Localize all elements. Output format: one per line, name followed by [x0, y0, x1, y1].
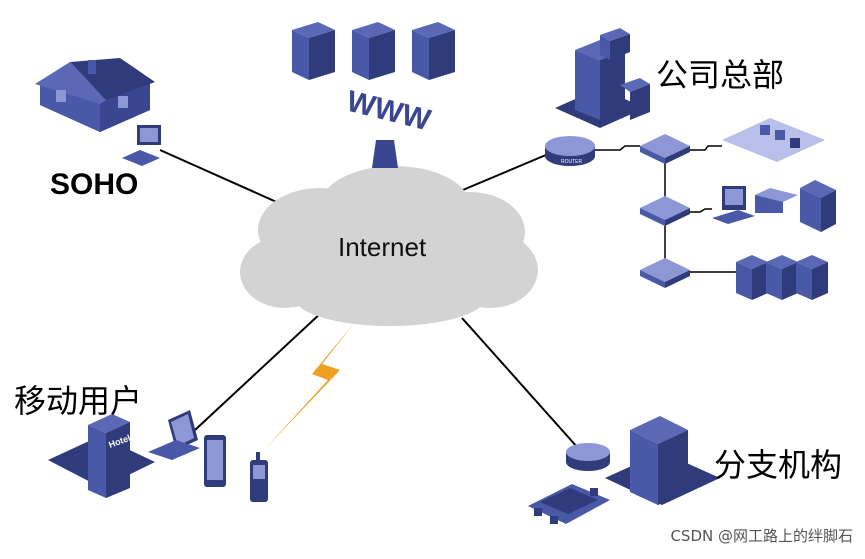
mobile-user-label: 移动用户: [14, 382, 143, 420]
link-soho: [159, 149, 291, 209]
laptop-icon: [148, 410, 200, 460]
hq-lan-links: [595, 145, 736, 273]
hq-office-desk-icon: [722, 118, 825, 162]
internet-label: Internet: [338, 232, 427, 262]
headquarters-label: 公司总部: [656, 56, 785, 94]
web-server-icon: WWW: [292, 22, 455, 168]
link-mobile: [194, 311, 323, 431]
hq-server-rack-icon: [736, 255, 828, 300]
headquarters-building-icon: [555, 28, 650, 128]
hq-workstation-icon: [712, 180, 836, 232]
mobile-phone-icon: [250, 452, 268, 502]
wireless-lightning-icon: [262, 322, 355, 452]
hq-switch-3-icon: [640, 258, 690, 288]
branch-building-icon: [605, 416, 720, 505]
watermark: CSDN @网工路上的绊脚石: [670, 527, 853, 545]
branch-router-icon: [566, 443, 610, 471]
links: [159, 149, 579, 449]
link-branch: [461, 317, 579, 449]
hq-switch-1-icon: [640, 134, 690, 164]
hq-switch-2-icon: [640, 196, 690, 226]
soho-pc-icon: [122, 125, 161, 166]
branch-meeting-room-icon: [528, 484, 610, 524]
branch-label: 分支机构: [714, 446, 843, 484]
hq-router-icon: ROUTER: [545, 136, 595, 166]
www-text: WWW: [343, 85, 434, 138]
pda-icon: [204, 435, 226, 487]
hotel-building-icon: Hotel: [48, 414, 155, 498]
link-headquarters: [457, 151, 554, 193]
soho-label: SOHO: [50, 168, 139, 201]
soho-house-icon: [35, 58, 155, 132]
router-label: ROUTER: [561, 159, 583, 165]
internet-cloud: [240, 166, 538, 326]
